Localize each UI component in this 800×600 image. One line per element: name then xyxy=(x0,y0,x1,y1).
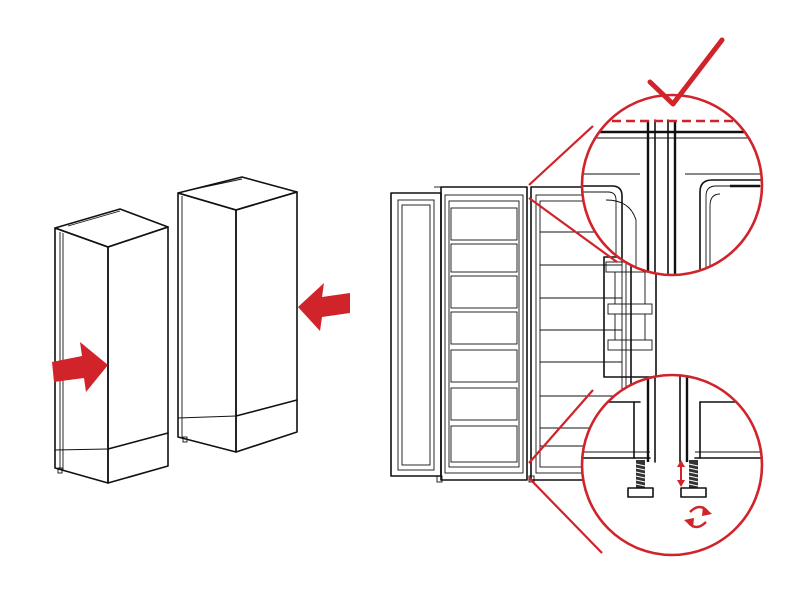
arrow-left-icon xyxy=(298,283,350,331)
bottom-detail-circle xyxy=(580,373,764,557)
door-bins xyxy=(605,261,655,351)
left-cabinet xyxy=(54,208,169,484)
right-unit-shelves xyxy=(540,231,622,447)
rotate-arrows-icon xyxy=(684,505,712,529)
callout-lines xyxy=(528,125,618,554)
right-cabinet xyxy=(177,176,298,453)
right-leveling-foot xyxy=(680,460,707,498)
left-leveling-foot xyxy=(627,460,654,498)
left-unit-shelves xyxy=(450,207,518,463)
checkmark-icon xyxy=(647,37,725,107)
arrow-right-icon xyxy=(52,342,108,392)
adjust-up-down-icon xyxy=(677,460,685,487)
top-detail-circle xyxy=(580,93,764,277)
